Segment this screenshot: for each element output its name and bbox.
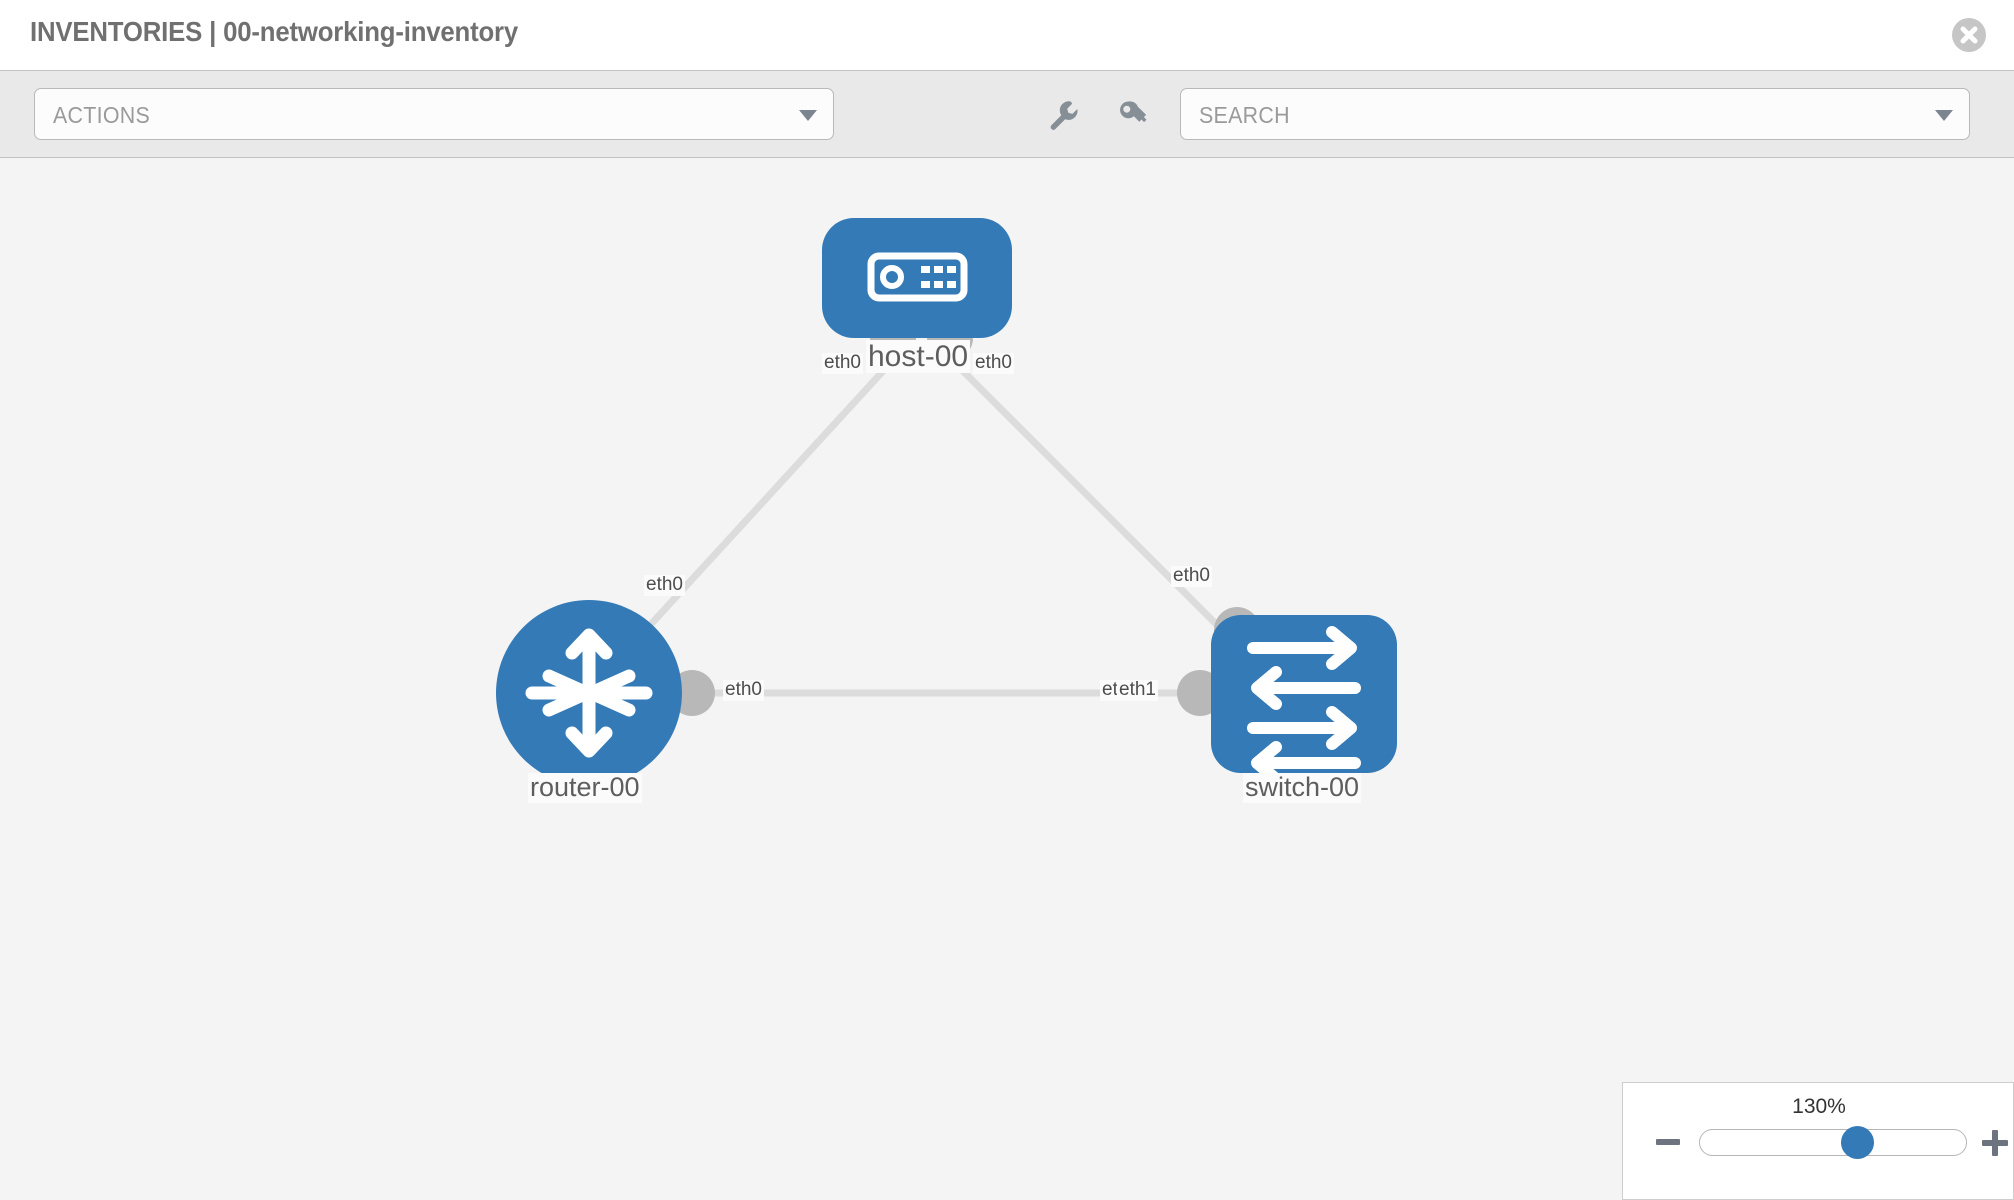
topology-canvas[interactable]: host-00 router-00 switch-00 eth0 eth0 et… (0, 158, 2014, 1200)
actions-dropdown[interactable]: ACTIONS (34, 88, 834, 140)
server-icon (867, 252, 968, 302)
iface-label-router-right: eth0 (723, 679, 764, 701)
node-label-switch-00: switch-00 (1243, 772, 1362, 803)
iface-label-host-right: eth0 (973, 352, 1014, 374)
wrench-glyph (1050, 101, 1078, 130)
node-host-00[interactable] (822, 218, 1012, 338)
zoom-level-label: 130% (1792, 1095, 1846, 1118)
zoom-in-button[interactable] (1982, 1130, 2008, 1156)
iface-label-router-up: eth0 (644, 574, 685, 596)
topology-graph (496, 218, 1397, 786)
node-label-host-00: host-00 (866, 340, 971, 373)
node-switch-00[interactable] (1211, 615, 1397, 785)
iface-label-switch-up: eth0 (1171, 565, 1212, 587)
zoom-slider-thumb[interactable] (1841, 1126, 1874, 1159)
link-host-switch[interactable] (947, 355, 1248, 656)
router-arrows-icon (525, 628, 653, 758)
key-glyph (1120, 101, 1147, 123)
zoom-control-panel: 130% (1622, 1082, 2014, 1200)
key-icon[interactable] (1114, 97, 1150, 133)
search-placeholder: SEARCH (1199, 102, 1290, 128)
chevron-down-icon (1935, 110, 1953, 121)
close-x-glyph (1960, 26, 1978, 44)
chevron-down-icon (799, 110, 817, 121)
zoom-out-button[interactable] (1656, 1139, 1680, 1145)
page-title: INVENTORIES | 00-networking-inventory (30, 16, 519, 47)
search-input[interactable]: SEARCH (1180, 88, 1970, 140)
actions-dropdown-label: ACTIONS (53, 102, 151, 128)
close-icon[interactable] (1952, 18, 1986, 52)
link-host-router[interactable] (617, 355, 898, 661)
toolbar: ACTIONS SEARCH (0, 70, 2014, 158)
zoom-slider[interactable] (1699, 1126, 1967, 1159)
node-label-router-00: router-00 (528, 772, 642, 803)
node-router-00[interactable] (496, 600, 682, 786)
wrench-icon[interactable] (1046, 97, 1082, 133)
switch-arrows-icon (1247, 626, 1361, 785)
link-group (617, 355, 1255, 697)
page-header: INVENTORIES | 00-networking-inventory (0, 0, 2014, 70)
iface-label-switch-eth1: eth1 (1117, 679, 1158, 701)
iface-label-host-left: eth0 (822, 352, 863, 374)
